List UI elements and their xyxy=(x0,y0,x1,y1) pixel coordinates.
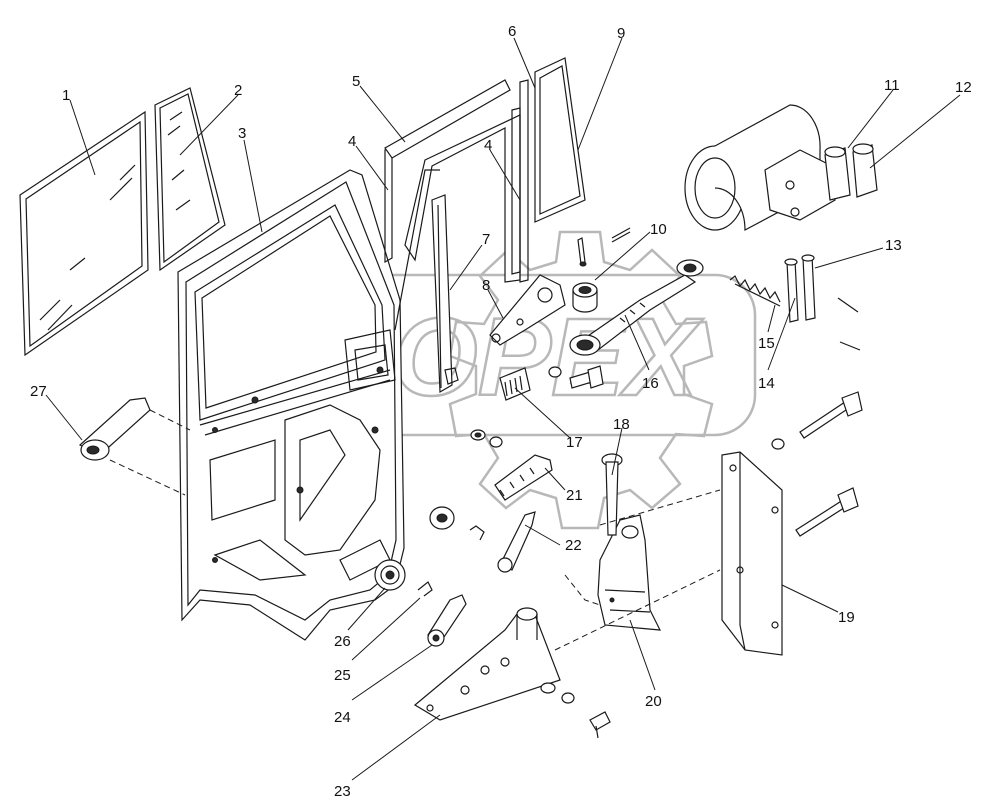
callout-19: 19 xyxy=(838,609,855,626)
part-hinge-cylinder xyxy=(684,104,878,231)
part-interior-handle xyxy=(494,454,553,501)
part-long-bolts xyxy=(771,391,863,537)
callout-24: 24 xyxy=(334,709,351,726)
callout-17: 17 xyxy=(566,434,583,451)
part-vent-glass xyxy=(534,57,586,223)
part-spring xyxy=(729,275,781,307)
callout-4-left: 4 xyxy=(348,133,356,150)
callout-26: 26 xyxy=(334,633,351,650)
part-nuts-washers xyxy=(429,366,562,541)
callout-7: 7 xyxy=(482,231,490,248)
part-bushing xyxy=(572,282,598,313)
callout-14: 14 xyxy=(758,375,775,392)
part-small-pins xyxy=(577,227,631,267)
part-seal-strip-right xyxy=(511,79,529,283)
callout-labels: 1 2 3 4 4 5 6 7 8 9 10 11 12 13 14 15 16… xyxy=(30,23,972,800)
callout-10: 10 xyxy=(650,221,667,238)
callout-4-right: 4 xyxy=(484,137,492,154)
callout-11: 11 xyxy=(884,77,900,94)
part-run-channel xyxy=(431,194,459,394)
part-spring-clip xyxy=(499,367,531,401)
callout-21: 21 xyxy=(566,487,583,504)
callout-2: 2 xyxy=(234,82,242,99)
part-lever xyxy=(497,511,536,573)
callout-6: 6 xyxy=(508,23,516,40)
part-seal-strip-left xyxy=(384,147,393,264)
callout-23: 23 xyxy=(334,783,351,800)
part-hinge-bracket xyxy=(489,274,566,346)
leader-lines xyxy=(45,37,961,781)
callout-27: 27 xyxy=(30,383,47,400)
part-crank-handle xyxy=(427,594,467,647)
part-outside-handle xyxy=(78,397,151,461)
callout-15: 15 xyxy=(758,335,775,352)
part-regulator-gear xyxy=(374,559,406,591)
part-upper-frame xyxy=(384,79,521,331)
part-hinge-leaf xyxy=(413,607,611,739)
part-long-pin xyxy=(601,453,623,536)
assembly-lines xyxy=(109,409,721,651)
callout-22: 22 xyxy=(565,537,582,554)
callout-16: 16 xyxy=(642,375,659,392)
part-check-strap xyxy=(569,259,704,356)
callout-5: 5 xyxy=(352,73,360,90)
part-mount-plate xyxy=(721,451,783,656)
part-bolt-small xyxy=(569,365,604,389)
part-hinge-pins xyxy=(784,254,861,351)
callout-9: 9 xyxy=(617,25,625,42)
callout-25: 25 xyxy=(334,667,351,684)
callout-20: 20 xyxy=(645,693,662,710)
callout-1: 1 xyxy=(62,87,70,104)
callout-8: 8 xyxy=(482,277,490,294)
part-glass-small xyxy=(154,87,226,272)
part-door-panel xyxy=(177,169,405,641)
part-glass-large xyxy=(19,110,149,357)
callout-12: 12 xyxy=(955,79,972,96)
callout-13: 13 xyxy=(885,237,902,254)
part-lower-bracket xyxy=(597,514,662,631)
callout-18: 18 xyxy=(613,416,630,433)
callout-3: 3 xyxy=(238,125,246,142)
part-clip xyxy=(417,581,433,597)
